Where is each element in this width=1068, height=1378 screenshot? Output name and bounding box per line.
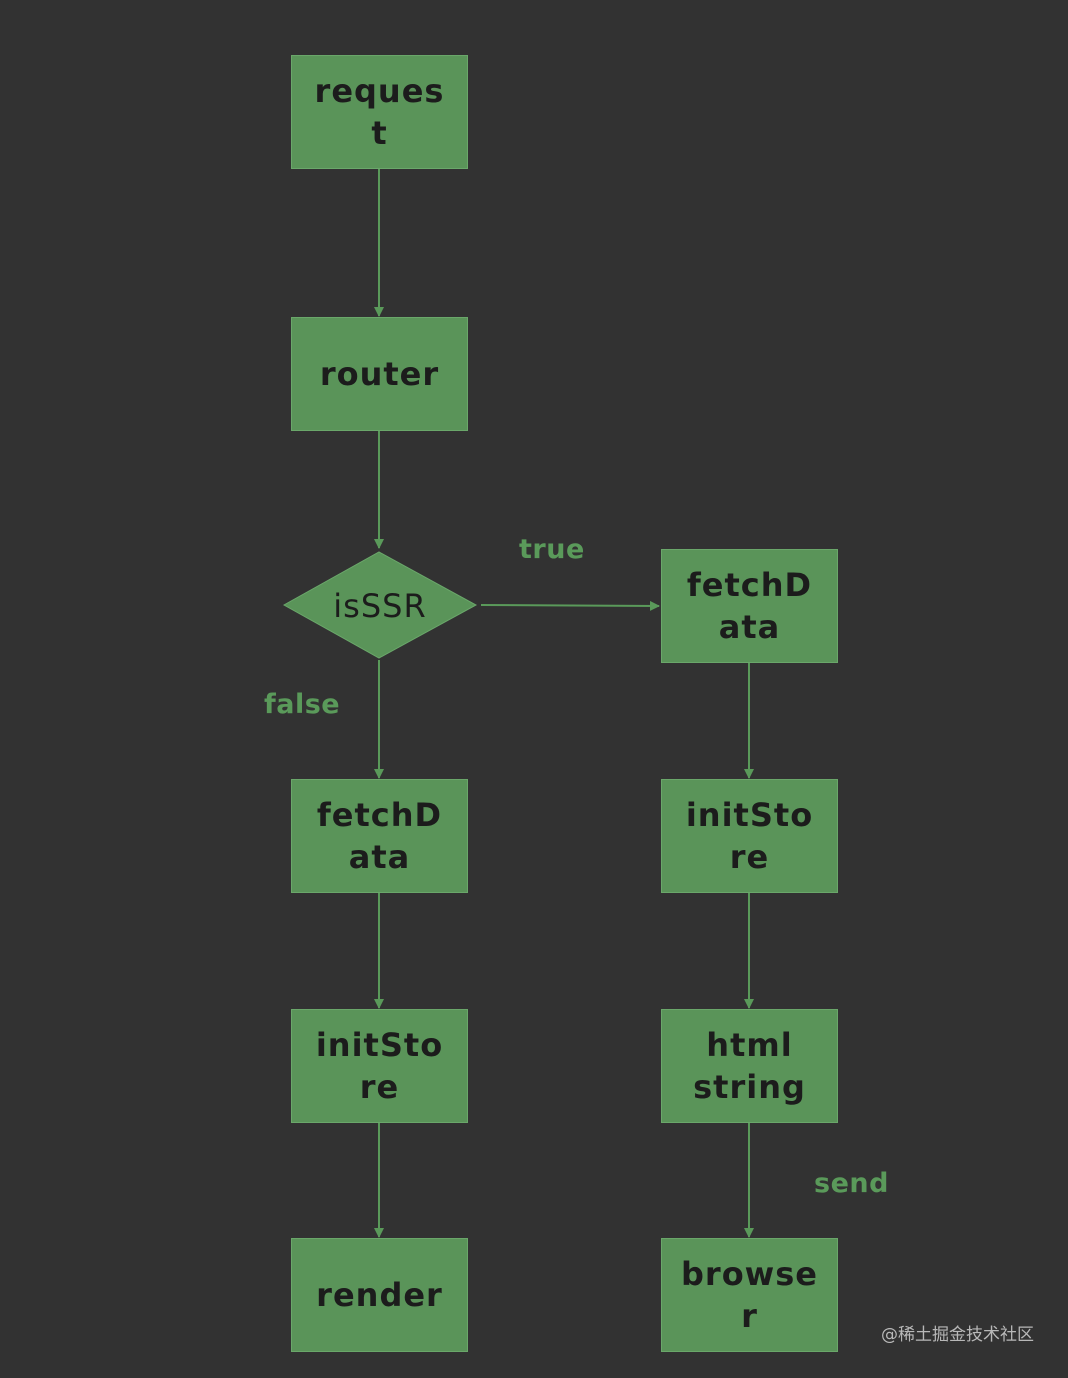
node-render-label: render	[316, 1276, 443, 1314]
node-router: router	[291, 317, 468, 431]
node-html-string: html string	[661, 1009, 838, 1123]
node-initstore-ssr: initStore	[661, 779, 838, 893]
node-browser-label: browser	[681, 1255, 818, 1335]
node-request-label: request	[314, 72, 445, 152]
node-isssr-label: isSSR	[333, 587, 427, 625]
node-router-label: router	[319, 355, 440, 393]
node-html-string-label: html string	[693, 1026, 806, 1106]
node-fetchdata-ssr: fetchData	[661, 549, 838, 663]
edge-label-false: false	[264, 689, 341, 720]
node-browser: browser	[661, 1238, 838, 1352]
edge-isssr-fetchdata-ssr	[480, 600, 660, 611]
node-fetchdata-client-label: fetchData	[316, 796, 443, 876]
decision-diamond	[282, 551, 478, 659]
node-initstore-ssr-label: initStore	[685, 796, 814, 876]
node-initstore-client-label: initStore	[315, 1026, 444, 1106]
node-fetchdata-client: fetchData	[291, 779, 468, 893]
node-request: request	[291, 55, 468, 169]
edge-label-send: send	[814, 1168, 889, 1199]
node-fetchdata-ssr-label: fetchData	[686, 566, 813, 646]
node-initstore-client: initStore	[291, 1009, 468, 1123]
watermark: @稀土掘金技术社区	[881, 1325, 1034, 1345]
node-render: render	[291, 1238, 468, 1352]
edge-label-true: true	[519, 534, 585, 565]
